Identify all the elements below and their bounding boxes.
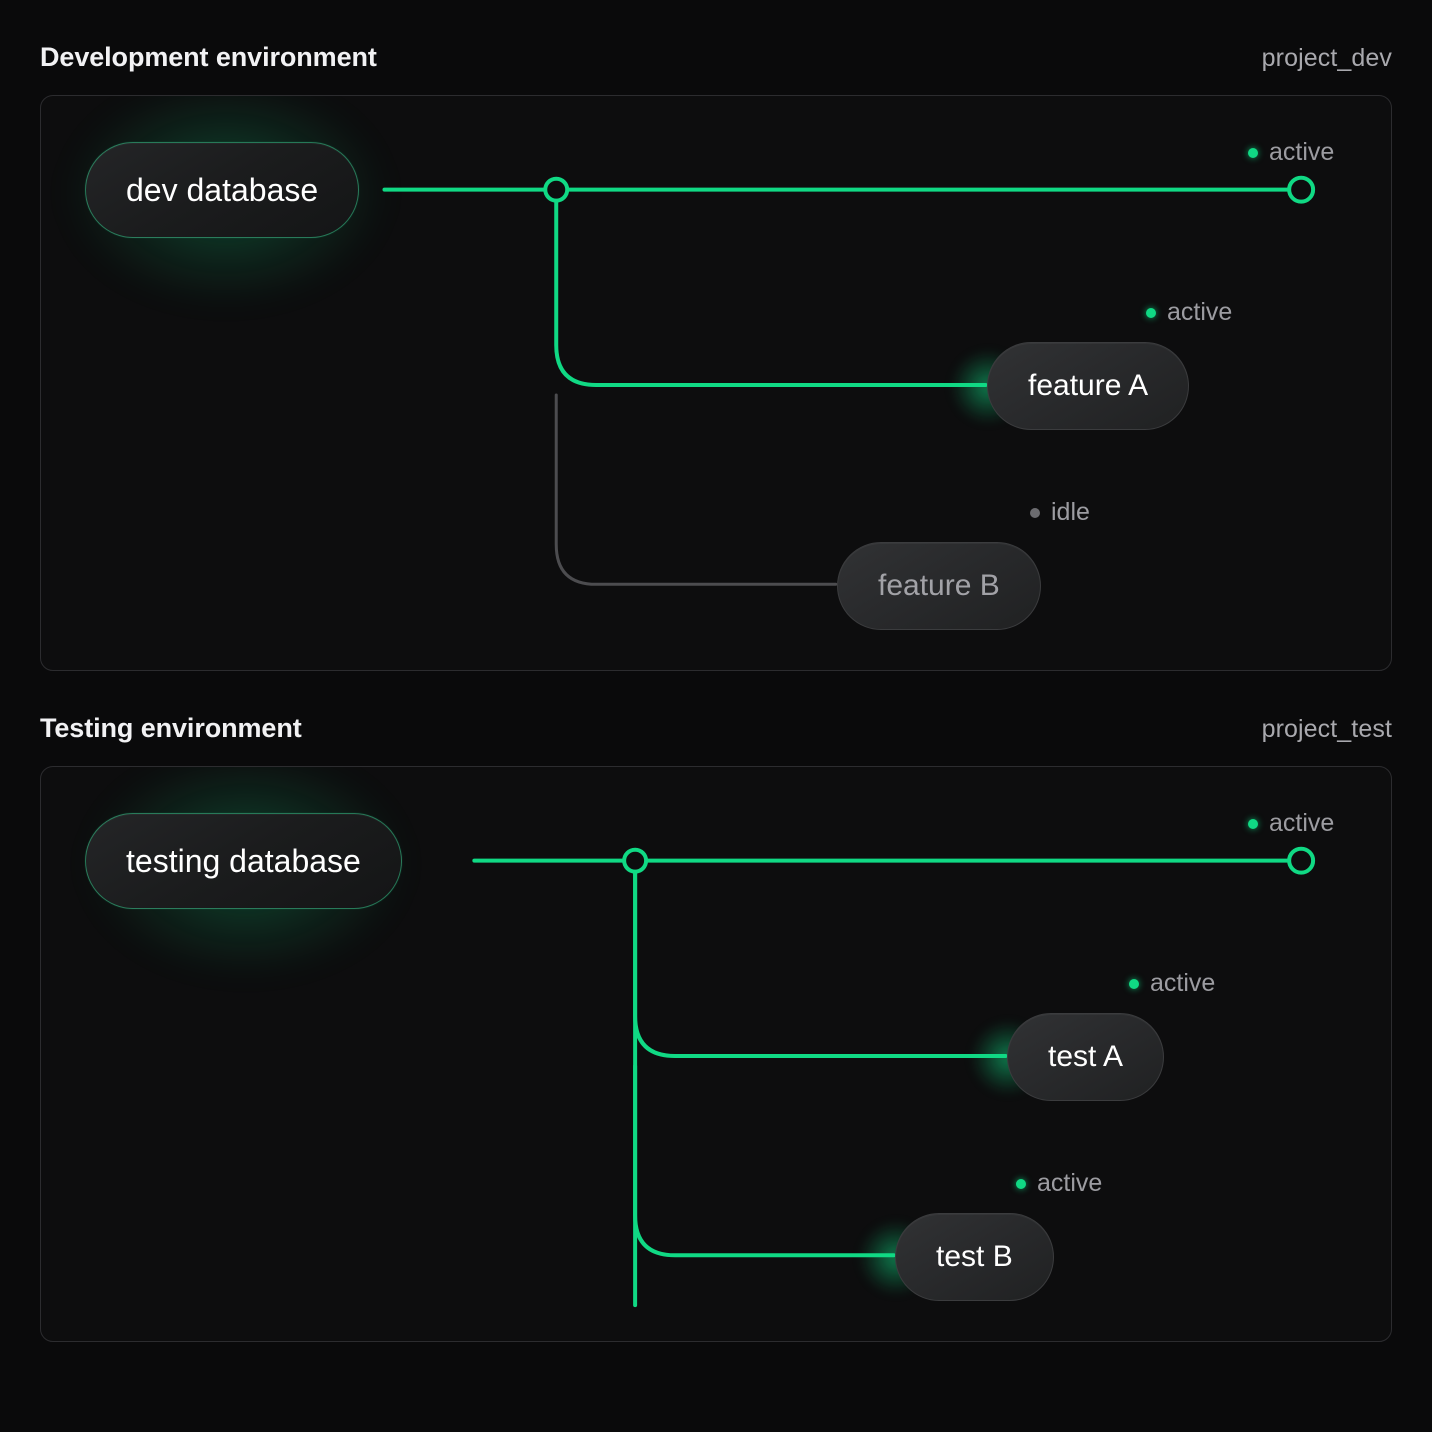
page-title-dev: Development environment — [40, 42, 377, 72]
status-badge-feature-b: idle — [1030, 498, 1090, 527]
status-dot-active-icon — [1146, 307, 1156, 318]
edge-dev-feature-a — [554, 187, 988, 387]
status-label: active — [1150, 969, 1216, 997]
status-label: active — [1269, 809, 1335, 837]
status-dot-active-icon — [1016, 1178, 1026, 1189]
endpoint-node-test-trunk[interactable] — [1287, 846, 1316, 875]
status-badge-feature-a: active — [1146, 298, 1232, 327]
status-label: active — [1269, 138, 1335, 166]
status-dot-active-icon — [1129, 978, 1139, 989]
node-testing-database[interactable]: testing database — [85, 813, 402, 909]
node-feature-a[interactable]: feature A — [987, 342, 1190, 430]
node-feature-a-label: feature A — [1028, 369, 1149, 402]
status-label: idle — [1051, 498, 1090, 526]
project-label-dev: project_dev — [1261, 44, 1392, 72]
status-badge-test-a: active — [1129, 969, 1215, 998]
page-title-test: Testing environment — [40, 713, 302, 743]
node-test-a-label: test A — [1048, 1040, 1124, 1073]
status-dot-idle-icon — [1030, 507, 1040, 518]
junction-node-test[interactable] — [622, 847, 649, 874]
project-label-test: project_test — [1261, 715, 1392, 743]
node-feature-b-label: feature B — [878, 569, 1000, 602]
status-dot-active-icon — [1248, 818, 1258, 829]
status-badge-dev-trunk: active — [1248, 138, 1334, 167]
status-label: active — [1037, 1169, 1103, 1197]
status-badge-test-b: active — [1016, 1169, 1102, 1198]
section-header-dev: Development environment project_dev — [40, 0, 1392, 73]
node-dev-database-label: dev database — [126, 171, 319, 208]
node-feature-b[interactable]: feature B — [837, 542, 1041, 630]
edge-test-b — [633, 1063, 896, 1258]
endpoint-node-dev-trunk[interactable] — [1287, 175, 1316, 204]
status-badge-test-trunk: active — [1248, 809, 1334, 838]
edge-dev-feature-b — [554, 393, 838, 586]
status-label: active — [1167, 298, 1233, 326]
edge-test-a — [633, 858, 1008, 1058]
node-dev-database[interactable]: dev database — [85, 142, 360, 238]
node-test-b-label: test B — [936, 1240, 1013, 1273]
node-testing-database-label: testing database — [126, 842, 361, 879]
node-test-b[interactable]: test B — [895, 1213, 1054, 1301]
environment-panel-dev: dev database feature A feature B active … — [40, 95, 1392, 671]
section-header-test: Testing environment project_test — [40, 671, 1392, 744]
status-dot-active-icon — [1248, 147, 1258, 158]
environment-panel-test: testing database test A test B active ac… — [40, 766, 1392, 1342]
node-test-a[interactable]: test A — [1007, 1013, 1165, 1101]
junction-node-dev[interactable] — [543, 176, 570, 203]
